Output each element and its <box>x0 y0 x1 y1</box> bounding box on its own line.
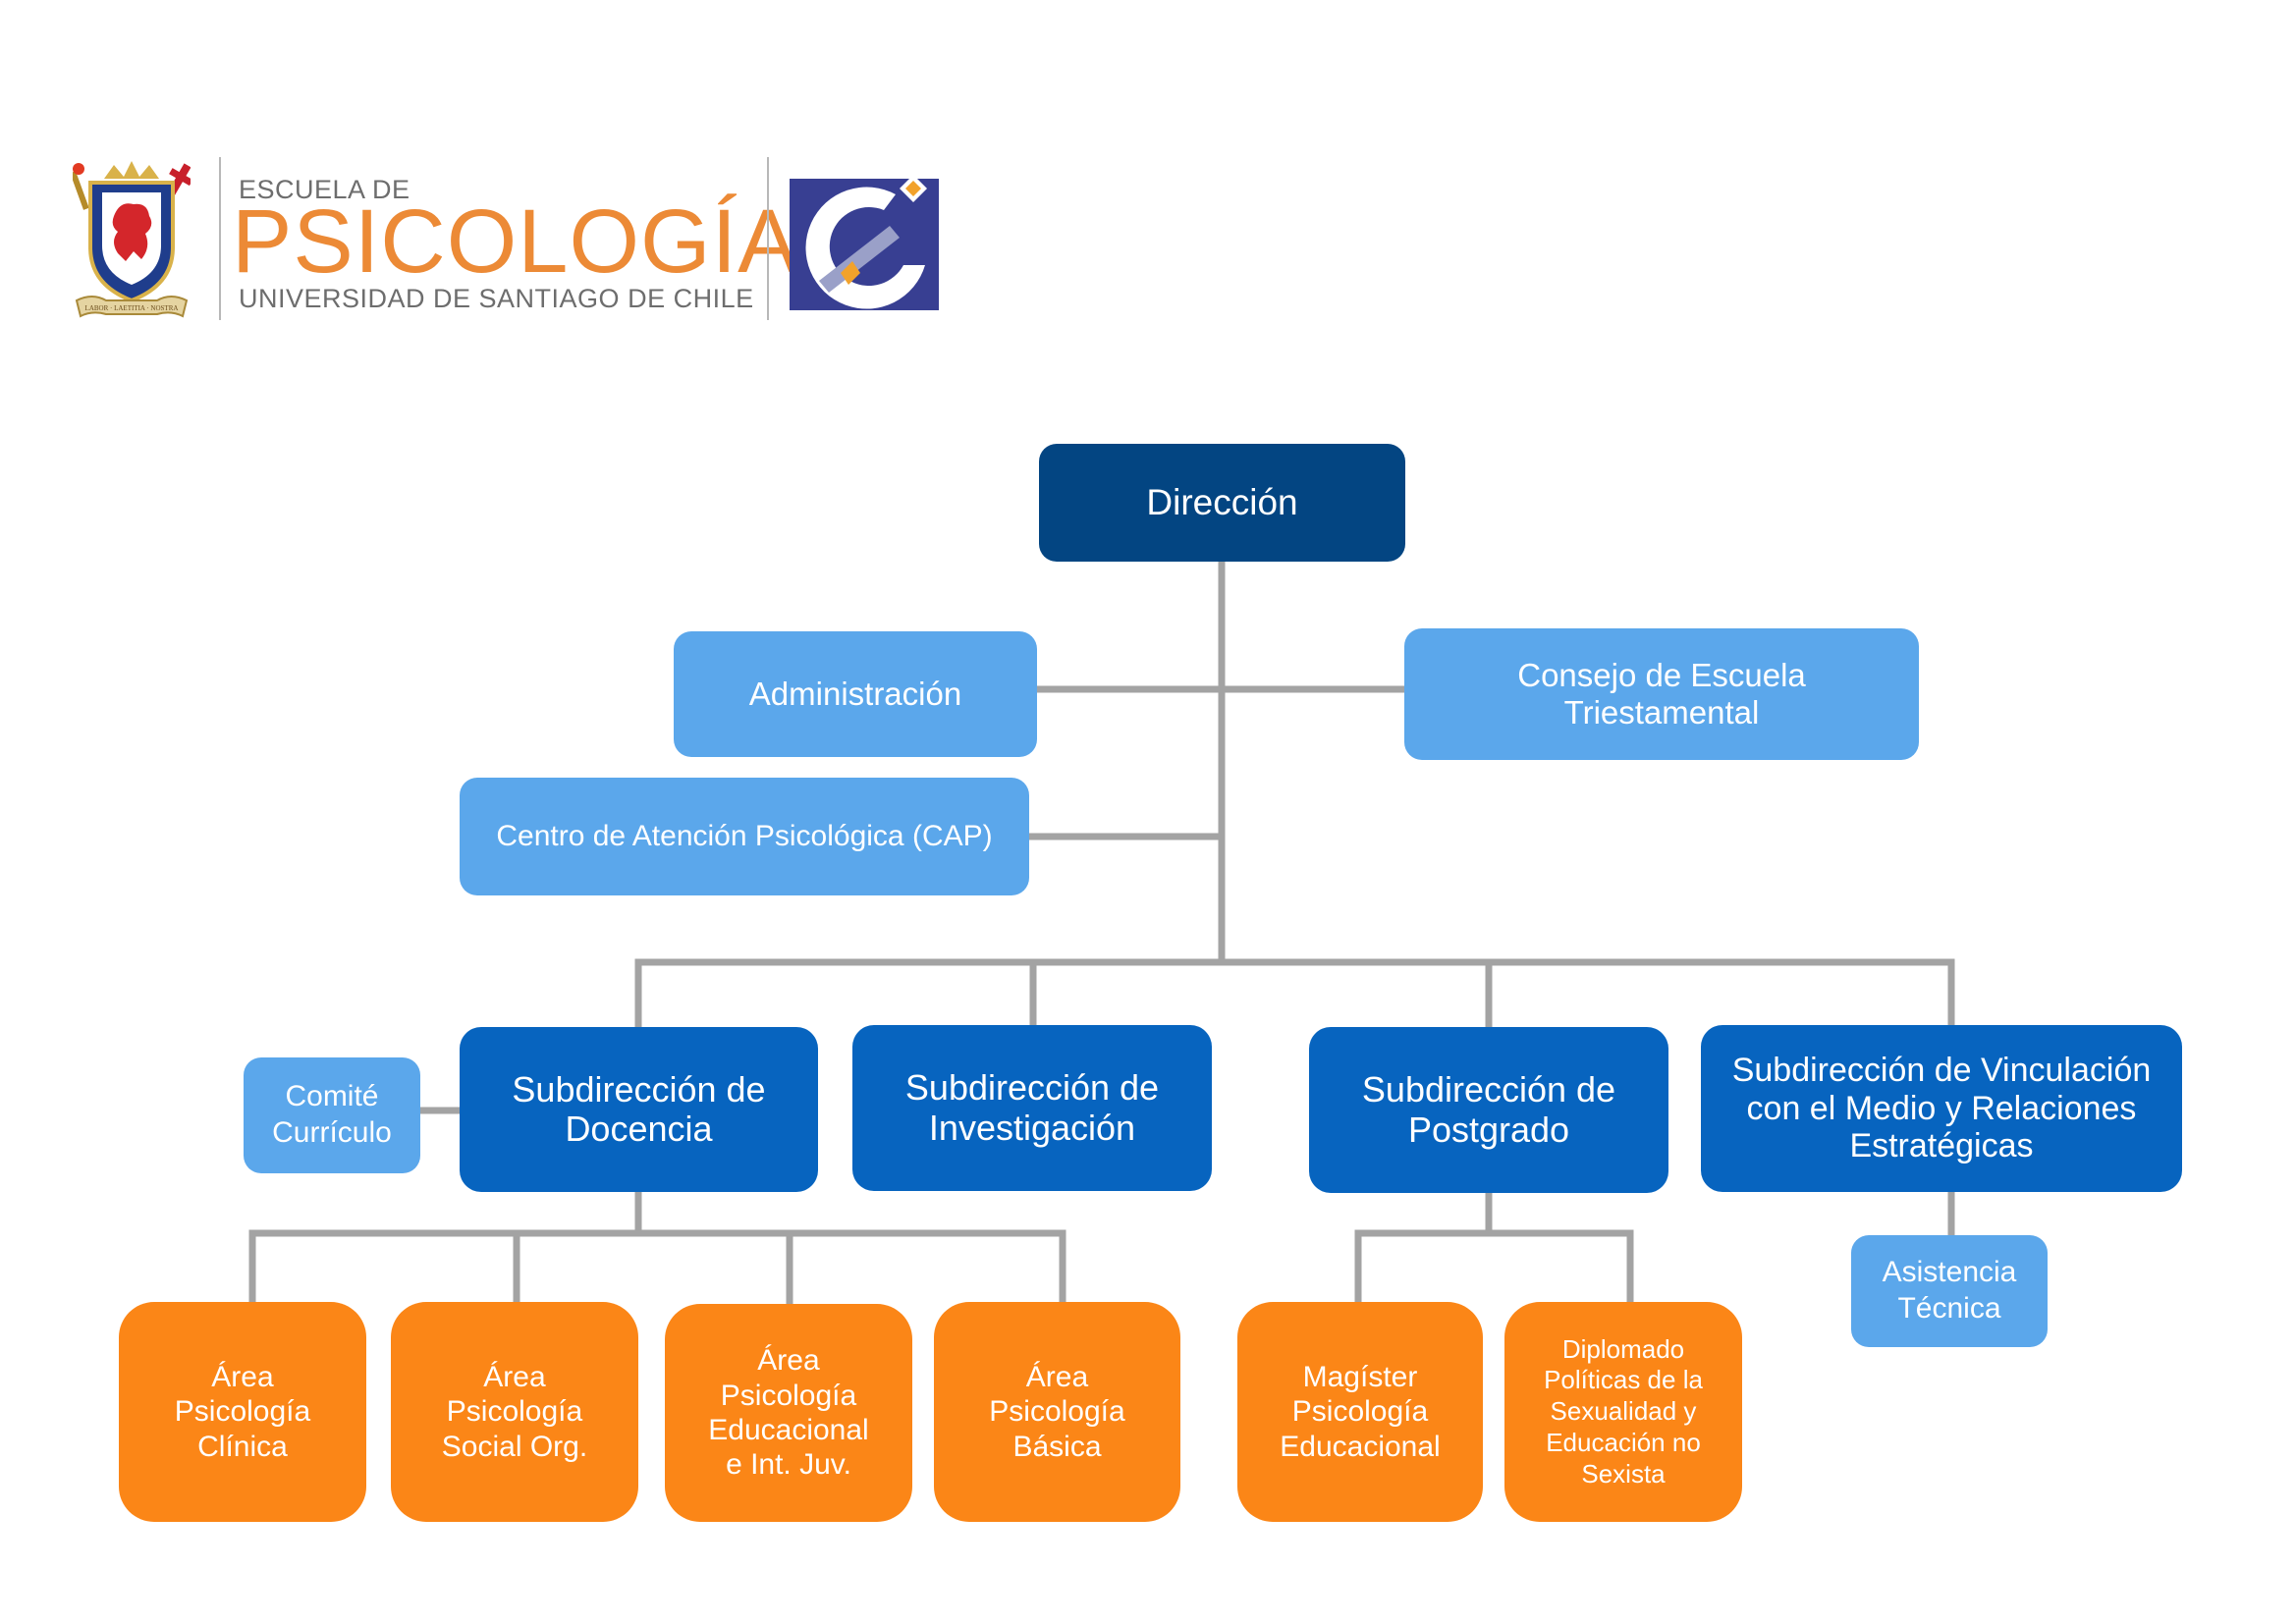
node-area-psicologia-basica: Área Psicología Básica <box>934 1302 1180 1522</box>
node-cap-label: Centro de Atención Psicológica (CAP) <box>496 819 993 852</box>
node-subdireccion-postgrado-label: Subdirección de Postgrado <box>1361 1069 1616 1150</box>
node-area-psicologia-educacional-label: Área Psicología Educacional e Int. Juv. <box>708 1344 869 1482</box>
node-comite-curriculo: Comité Currículo <box>244 1057 420 1173</box>
node-subdireccion-postgrado: Subdirección de Postgrado <box>1309 1027 1668 1193</box>
node-subdireccion-investigacion-label: Subdirección de Investigación <box>904 1067 1160 1148</box>
node-subdireccion-docencia-label: Subdirección de Docencia <box>512 1068 766 1149</box>
node-subdireccion-vinculacion: Subdirección de Vinculación con el Medio… <box>1701 1025 2182 1192</box>
node-area-psicologia-basica-label: Área Psicología Básica <box>989 1360 1125 1463</box>
school-emblem-logo <box>790 175 939 310</box>
logo-text-escuela: ESCUELA DE <box>239 175 410 204</box>
node-area-psicologia-clinica: Área Psicología Clínica <box>119 1302 366 1522</box>
node-diplomado-label: Diplomado Políticas de la Sexualidad y E… <box>1544 1333 1703 1489</box>
crest-motto: LABOR · LAETITIA · NOSTRA <box>85 304 179 312</box>
node-asistencia-tecnica: Asistencia Técnica <box>1851 1235 2048 1347</box>
node-subdireccion-docencia: Subdirección de Docencia <box>460 1027 818 1192</box>
node-subdireccion-investigacion: Subdirección de Investigación <box>852 1025 1212 1191</box>
node-asistencia-tecnica-label: Asistencia Técnica <box>1882 1256 2017 1325</box>
node-consejo-escuela-label: Consejo de Escuela Triestamental <box>1517 657 1806 731</box>
node-area-psicologia-clinica-label: Área Psicología Clínica <box>174 1360 311 1463</box>
node-comite-curriculo-label: Comité Currículo <box>272 1080 392 1149</box>
node-consejo-escuela: Consejo de Escuela Triestamental <box>1404 628 1919 760</box>
university-crest-logo: LABOR · LAETITIA · NOSTRA <box>73 161 191 318</box>
node-cap: Centro de Atención Psicológica (CAP) <box>460 778 1029 895</box>
node-direccion-label: Dirección <box>1146 482 1298 523</box>
node-subdireccion-vinculacion-label: Subdirección de Vinculación con el Medio… <box>1731 1051 2152 1165</box>
node-magister-psicologia-educacional: Magíster Psicología Educacional <box>1237 1302 1483 1522</box>
node-area-psicologia-educacional: Área Psicología Educacional e Int. Juv. <box>665 1304 912 1522</box>
node-area-psicologia-social-label: Área Psicología Social Org. <box>441 1360 588 1463</box>
logo-text-universidad: UNIVERSIDAD DE SANTIAGO DE CHILE <box>239 284 754 313</box>
node-direccion: Dirección <box>1039 444 1405 562</box>
node-magister-label: Magíster Psicología Educacional <box>1280 1360 1441 1463</box>
logo-divider-right <box>767 157 769 320</box>
node-administracion: Administración <box>674 631 1037 757</box>
node-administracion-label: Administración <box>748 676 962 713</box>
logo-divider-left <box>219 157 221 320</box>
node-area-psicologia-social: Área Psicología Social Org. <box>391 1302 638 1522</box>
logo-text-psicologia: PSICOLOGÍA <box>232 191 799 292</box>
node-diplomado-politicas-sexualidad: Diplomado Políticas de la Sexualidad y E… <box>1504 1302 1742 1522</box>
